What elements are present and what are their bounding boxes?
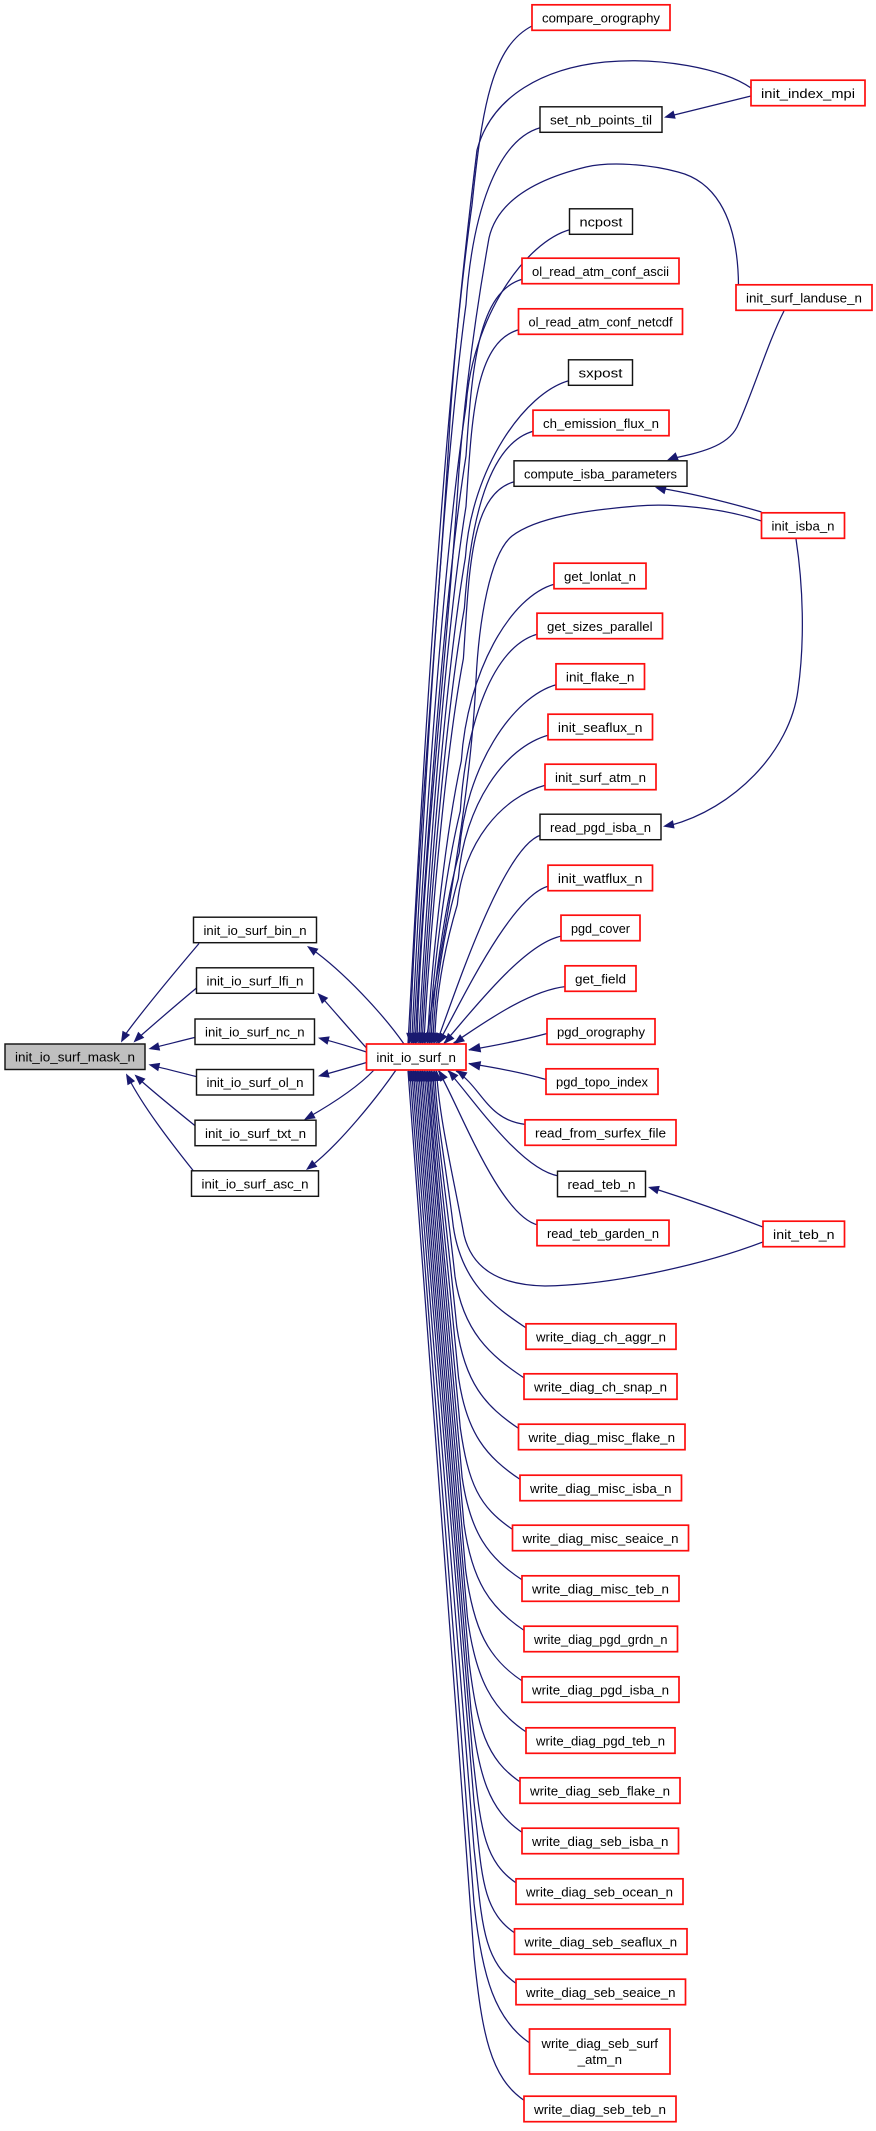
svg-text:init_flake_n: init_flake_n [566,669,635,684]
svg-text:write_diag_seb_teb_n: write_diag_seb_teb_n [533,2102,666,2117]
svg-text:write_diag_misc_seaice_n: write_diag_misc_seaice_n [521,1531,678,1546]
svg-text:set_nb_points_til: set_nb_points_til [550,112,652,127]
svg-text:init_io_surf_lfi_n: init_io_surf_lfi_n [207,973,304,988]
svg-text:init_surf_atm_n: init_surf_atm_n [555,770,646,785]
svg-text:compute_isba_parameters: compute_isba_parameters [524,466,677,481]
svg-text:write_diag_seb_seaice_n: write_diag_seb_seaice_n [525,1985,675,2000]
svg-text:pgd_cover: pgd_cover [571,921,631,936]
svg-text:write_diag_seb_ocean_n: write_diag_seb_ocean_n [525,1884,673,1899]
svg-text:write_diag_pgd_isba_n: write_diag_pgd_isba_n [531,1682,669,1697]
svg-text:ncpost: ncpost [580,214,623,229]
svg-text:read_teb_n: read_teb_n [568,1177,636,1192]
svg-text:write_diag_pgd_teb_n: write_diag_pgd_teb_n [535,1733,665,1748]
svg-text:init_io_surf_txt_n: init_io_surf_txt_n [205,1126,306,1141]
svg-text:init_io_surf_ol_n: init_io_surf_ol_n [207,1075,304,1090]
svg-text:ch_emission_flux_n: ch_emission_flux_n [543,416,659,431]
svg-text:write_diag_seb_isba_n: write_diag_seb_isba_n [531,1834,669,1849]
svg-text:ol_read_atm_conf_ascii: ol_read_atm_conf_ascii [532,264,669,279]
svg-text:get_field: get_field [575,971,626,986]
svg-text:pgd_orography: pgd_orography [557,1024,645,1039]
svg-text:sxpost: sxpost [579,365,623,380]
svg-text:write_diag_ch_aggr_n: write_diag_ch_aggr_n [535,1329,666,1344]
svg-text:get_sizes_parallel: get_sizes_parallel [547,619,653,634]
svg-text:init_io_surf_nc_n: init_io_surf_nc_n [205,1025,305,1040]
svg-text:_atm_n: _atm_n [577,2052,622,2067]
svg-text:init_isba_n: init_isba_n [772,518,835,533]
svg-text:write_diag_seb_flake_n: write_diag_seb_flake_n [529,1783,670,1798]
svg-text:write_diag_ch_snap_n: write_diag_ch_snap_n [533,1379,667,1394]
svg-text:write_diag_seb_surf: write_diag_seb_surf [541,2036,659,2051]
svg-text:init_index_mpi: init_index_mpi [761,86,855,101]
svg-text:init_io_surf_n: init_io_surf_n [376,1050,456,1065]
svg-text:pgd_topo_index: pgd_topo_index [556,1074,648,1089]
svg-text:write_diag_seb_seaflux_n: write_diag_seb_seaflux_n [524,1934,677,1949]
svg-text:write_diag_misc_isba_n: write_diag_misc_isba_n [529,1481,671,1496]
svg-text:get_lonlat_n: get_lonlat_n [564,569,636,584]
svg-text:init_watflux_n: init_watflux_n [558,871,643,886]
svg-text:read_pgd_isba_n: read_pgd_isba_n [550,820,651,835]
svg-text:write_diag_misc_teb_n: write_diag_misc_teb_n [531,1581,669,1596]
svg-text:compare_orography: compare_orography [542,10,660,25]
svg-text:init_io_surf_mask_n: init_io_surf_mask_n [15,1050,135,1065]
svg-text:read_from_surfex_file: read_from_surfex_file [535,1125,666,1140]
svg-text:init_io_surf_asc_n: init_io_surf_asc_n [202,1176,309,1191]
svg-text:read_teb_garden_n: read_teb_garden_n [547,1226,659,1241]
svg-text:init_surf_landuse_n: init_surf_landuse_n [746,290,862,305]
svg-text:write_diag_misc_flake_n: write_diag_misc_flake_n [528,1430,676,1445]
svg-text:write_diag_pgd_grdn_n: write_diag_pgd_grdn_n [533,1632,667,1647]
svg-text:init_seaflux_n: init_seaflux_n [558,720,643,735]
svg-text:ol_read_atm_conf_netcdf: ol_read_atm_conf_netcdf [529,314,673,329]
svg-text:init_teb_n: init_teb_n [773,1227,835,1242]
svg-text:init_io_surf_bin_n: init_io_surf_bin_n [204,923,307,938]
